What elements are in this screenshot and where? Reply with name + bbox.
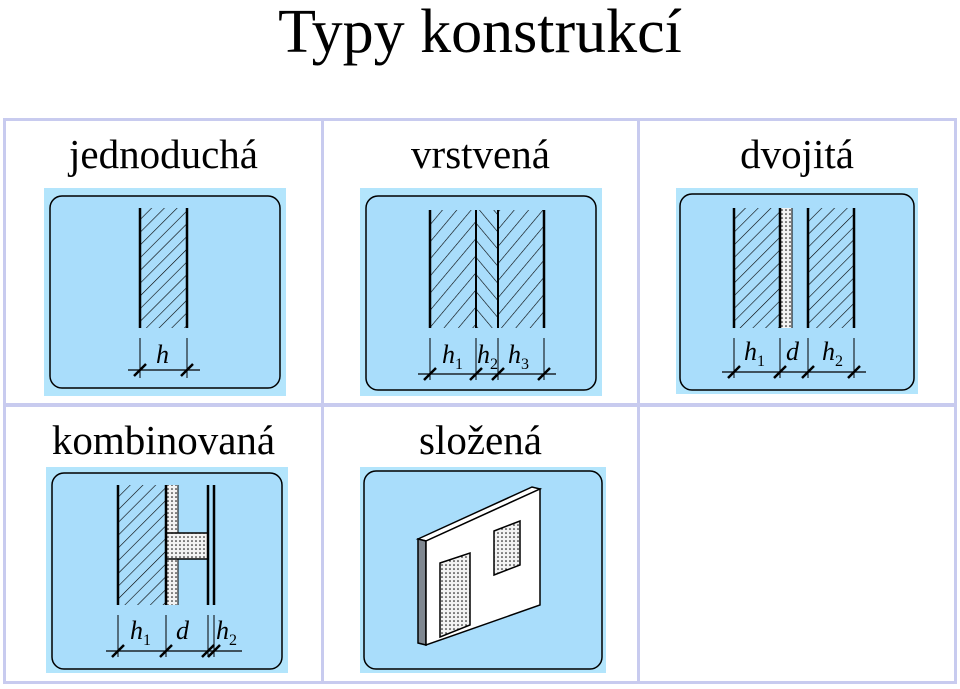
diagram-simple: h [44,188,286,396]
label-simple: jednoduchá [69,131,258,177]
cell-double: dvojitá [640,121,954,403]
label-combined: kombinovaná [51,417,276,463]
diagram-double: h1 d h2 [676,188,918,394]
page-title: Typy konstrukcí [278,0,682,66]
cell-combined: kombinovaná [6,407,321,681]
label-layered: vrstvená [411,131,550,177]
panel-simple: h [44,188,286,396]
diagram-composite [360,467,606,673]
diagram-layered: h1 h2 h3 [360,188,602,396]
panel-double: h1 d h2 [676,188,918,394]
types-grid: jednoduchá h v [3,118,957,684]
cell-layered: vrstvená [324,121,637,403]
cell-simple: jednoduchá h [6,121,321,403]
cell-empty [640,407,954,681]
label-double: dvojitá [740,131,854,177]
panel-combined: h1 d h2 [46,467,288,673]
panel-layered: h1 h2 h3 [360,188,602,396]
dim-label: h [156,340,169,369]
svg-text:d: d [786,337,800,366]
label-composite: složená [419,417,542,463]
panel-composite [360,467,606,673]
cell-composite: složená [324,407,637,681]
diagram-combined: h1 d h2 [46,467,288,673]
svg-text:d: d [176,616,190,645]
